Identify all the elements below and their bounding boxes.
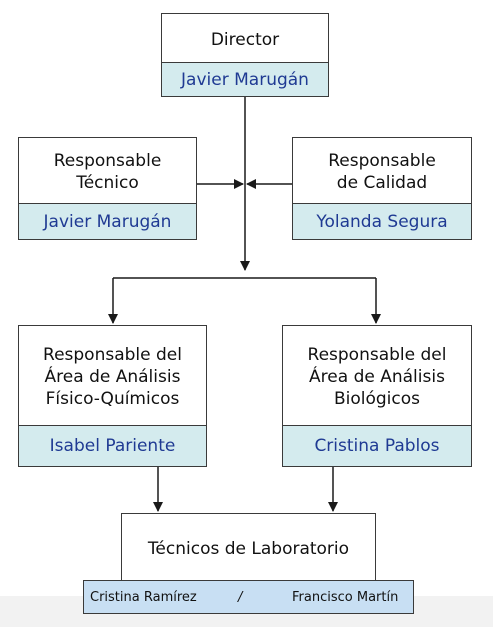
node-director-role: Director xyxy=(210,29,280,50)
node-area-fisico-quimicos: Responsable del Área de Análisis Físico-… xyxy=(18,325,207,467)
staff-member-2: Francisco Martín xyxy=(292,590,399,605)
laboratorio-staff-band: Cristina Ramírez / Francisco Martín xyxy=(83,580,414,614)
node-fisico-name: Isabel Pariente xyxy=(19,425,206,466)
node-biologicos-name: Cristina Pablos xyxy=(283,425,471,466)
node-fisico-role: Responsable del Área de Análisis Físico-… xyxy=(43,345,182,409)
node-laboratorio-role: Técnicos de Laboratorio xyxy=(147,538,350,559)
node-biologicos-role: Responsable del Área de Análisis Biológi… xyxy=(307,345,447,409)
node-tecnicos-laboratorio: Técnicos de Laboratorio xyxy=(121,513,376,582)
node-calidad-name: Yolanda Segura xyxy=(293,203,471,239)
staff-member-1: Cristina Ramírez xyxy=(90,590,197,605)
node-tecnico-name: Javier Marugán xyxy=(19,203,196,239)
node-responsable-calidad: Responsable de Calidad Yolanda Segura xyxy=(292,137,472,240)
node-calidad-role: Responsable de Calidad xyxy=(328,151,436,193)
node-director-name: Javier Marugán xyxy=(162,62,328,96)
staff-separator: / xyxy=(238,590,243,605)
node-responsable-tecnico: Responsable Técnico Javier Marugán xyxy=(18,137,197,240)
node-area-biologicos: Responsable del Área de Análisis Biológi… xyxy=(282,325,472,467)
node-director: Director Javier Marugán xyxy=(161,13,329,97)
node-tecnico-role: Responsable Técnico xyxy=(53,151,162,193)
